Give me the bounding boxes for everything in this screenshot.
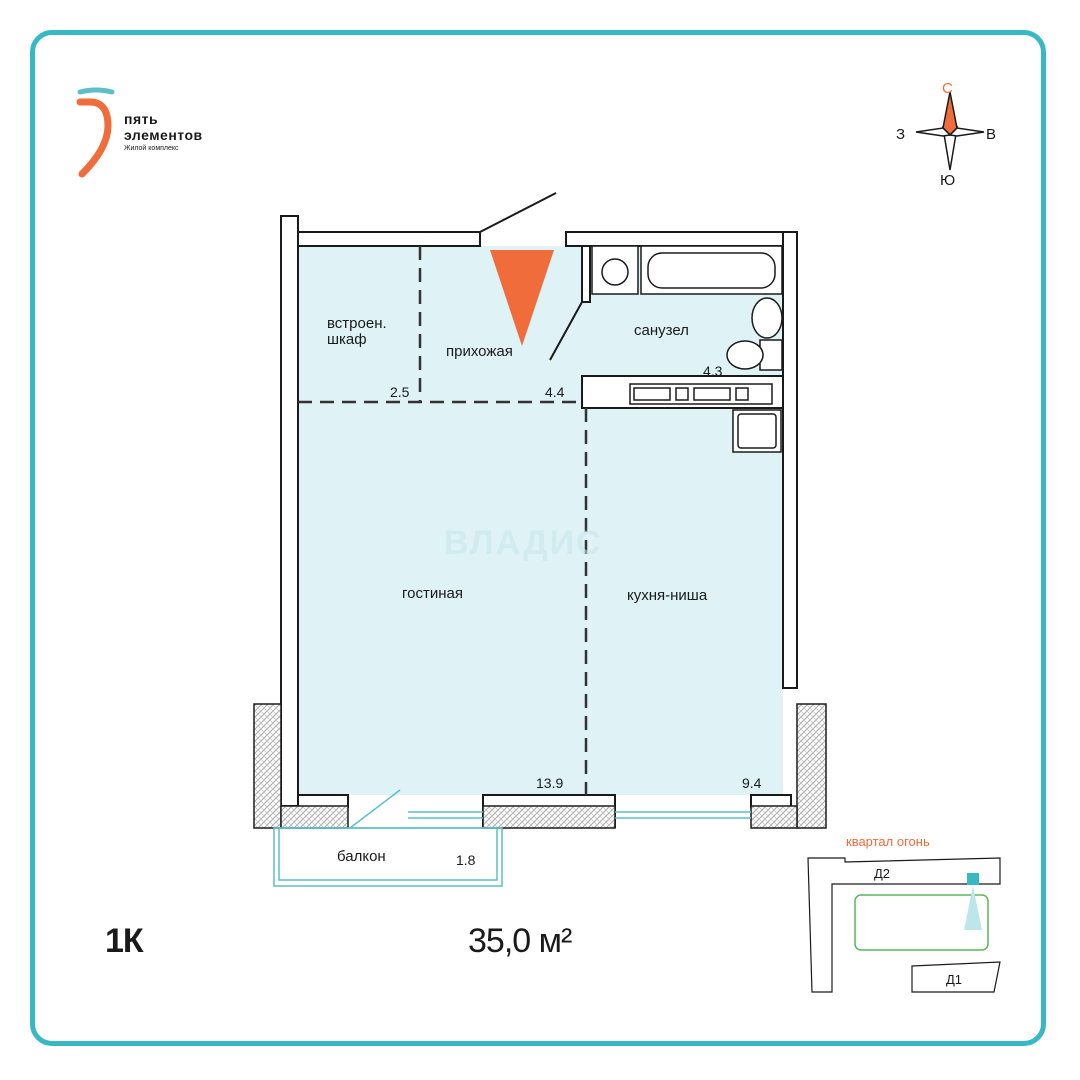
bathroom-door-leaf [549,301,583,361]
site-plan-building-1: Д1 [946,972,963,987]
brand-name-line2: элементов [124,127,203,143]
zone-dividers [298,246,588,795]
area-closet: 2.5 [390,384,410,400]
page-frame [30,30,1046,1046]
floor-area [298,246,783,795]
site-plan [807,857,1001,993]
watermark: ВЛАДИС [444,524,603,562]
apartment-total-area: 35,0 м² [468,922,572,960]
area-kitchen: 9.4 [742,775,762,791]
room-label-closet-line2: шкаф [327,331,367,348]
entrance-door-leaf [479,192,557,233]
area-living: 13.9 [536,775,564,791]
balcony-walls [253,703,827,829]
site-plan-view-cone [964,886,982,930]
washbasin-icon [751,297,783,339]
compass-east-label: В [986,126,997,143]
site-plan-apartment-marker [967,873,979,885]
brand-logo [76,87,115,178]
brand-name-line1: пять [124,111,159,127]
room-label-bathroom: санузел [634,322,689,339]
area-hallway: 4.4 [545,384,565,400]
compass-west-label: З [896,126,906,143]
room-label-kitchen: кухня-ниша [627,587,708,604]
windows [349,789,751,829]
compass-north-label: С [942,80,953,97]
entrance-marker [490,250,554,346]
bathroom-fixtures [591,245,783,371]
area-bathroom: 4.3 [703,363,723,379]
compass-south-label: Ю [940,172,956,189]
compass-icon [915,91,985,171]
brand-subtitle: Жилой комплекс [124,145,179,152]
area-balcony: 1.8 [456,852,476,868]
room-label-hallway: прихожая [446,343,513,360]
walls [280,215,798,828]
room-label-closet-line1: встроен. [327,315,387,332]
room-label-balcony: балкон [337,848,386,865]
site-plan-title: квартал огонь [846,834,930,849]
site-plan-building-2: Д2 [874,866,891,881]
apartment-type: 1К [105,922,144,960]
room-label-living: гостиная [402,585,463,602]
kitchen-cabinets [629,383,782,453]
balcony-outline [273,827,503,887]
